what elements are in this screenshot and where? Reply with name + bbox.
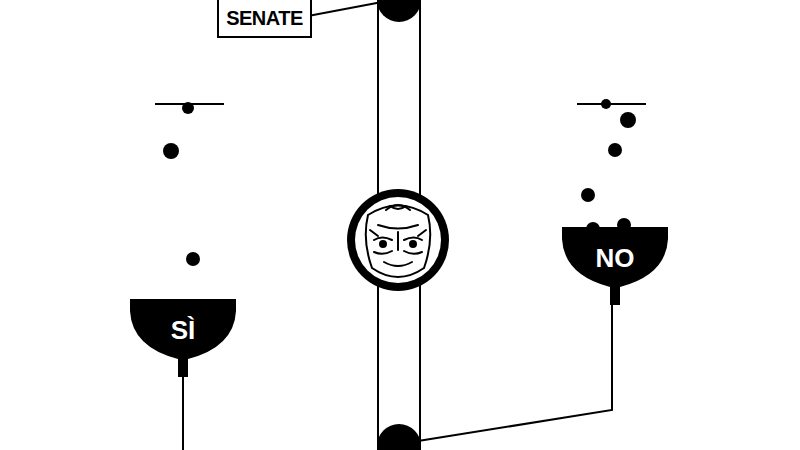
face-medallion	[347, 189, 449, 291]
chamber-label: SENATE	[226, 7, 303, 30]
chamber-label-box: SENATE	[217, 0, 312, 38]
leader-line	[308, 2, 382, 16]
vote-label: NO	[562, 243, 668, 274]
wire	[418, 300, 612, 441]
top-ball	[377, 0, 421, 22]
no-funnel: NO	[562, 227, 668, 305]
funnel-stem	[182, 370, 184, 450]
bottom-ball	[377, 424, 421, 450]
drop-bar	[577, 103, 646, 105]
yes-funnel: SÌ	[130, 299, 236, 377]
vote-label: SÌ	[130, 315, 236, 346]
